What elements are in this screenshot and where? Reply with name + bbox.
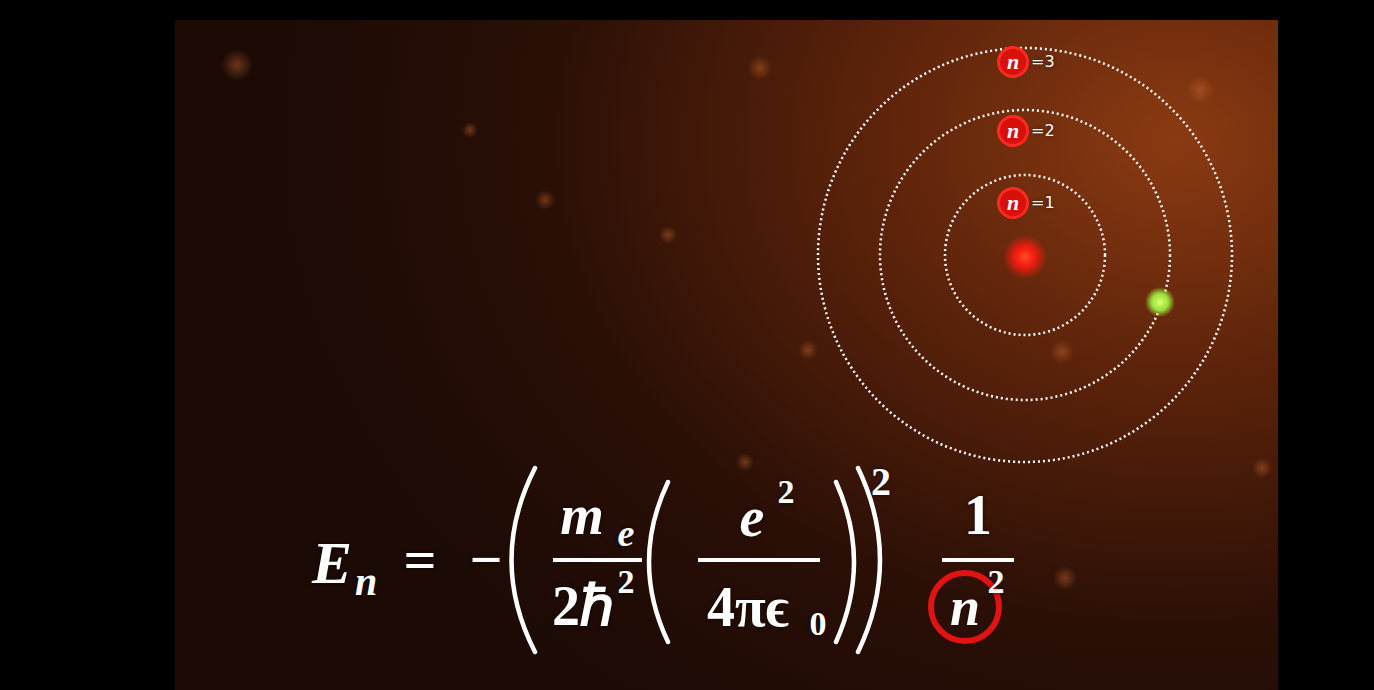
formula-symbol: m: [560, 487, 604, 543]
parentheses: [512, 468, 881, 652]
level-number: =3: [1031, 54, 1055, 70]
formula-symbol: 2: [618, 565, 635, 599]
circled-symbol: n: [997, 187, 1029, 219]
formula-symbol: 4πϵ: [707, 579, 789, 635]
nucleus: [1003, 235, 1047, 279]
formula-symbol: e: [618, 514, 635, 552]
circled-symbol: n: [997, 115, 1029, 147]
formula-symbol: 2: [871, 462, 891, 502]
formula-symbol: E: [312, 533, 352, 593]
level-symbol: n: [950, 580, 980, 634]
level-number: =1: [1031, 195, 1055, 211]
fraction-bars: [553, 558, 1014, 562]
formula-symbol: 0: [810, 607, 827, 641]
level-symbol: n: [1007, 120, 1019, 142]
formula-symbol: −: [469, 531, 502, 589]
level-number: =2: [1031, 123, 1055, 139]
formula-symbol: 2ℏ: [552, 578, 614, 634]
orbit-rings: [818, 48, 1232, 462]
level-symbol: n: [1007, 192, 1019, 214]
dust-particles: [221, 49, 1272, 590]
formula-symbol: n: [355, 562, 377, 602]
formula-symbol: =: [403, 531, 436, 589]
circled-symbol: n: [997, 46, 1029, 78]
formula-symbol: e: [740, 489, 765, 545]
formula-symbol: 2: [988, 565, 1005, 599]
level-symbol: n: [1007, 51, 1019, 73]
formula-symbol: 1: [964, 487, 992, 543]
electron: [1145, 287, 1175, 317]
formula-symbol: 2: [778, 475, 795, 509]
